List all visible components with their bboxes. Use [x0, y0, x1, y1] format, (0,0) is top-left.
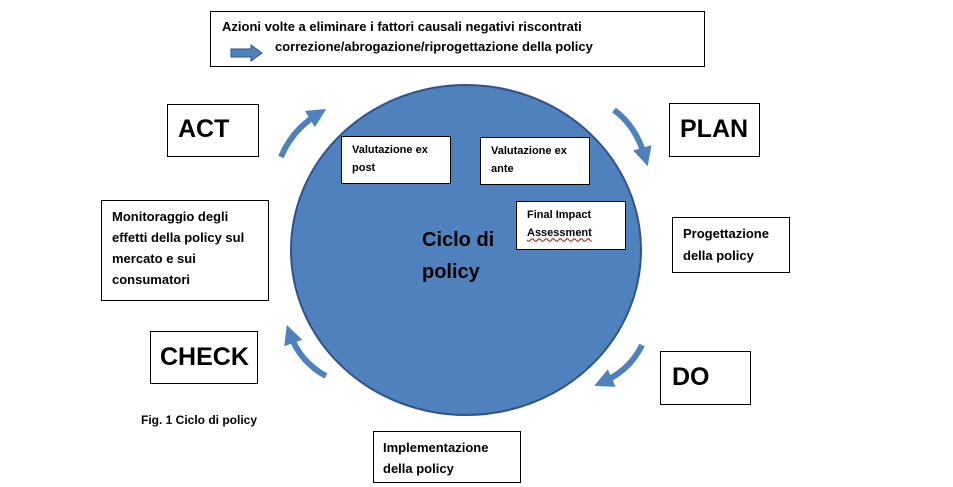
monitoraggio-line2: effetti della policy sul: [112, 230, 245, 246]
ex-ante-box: Valutazione ex ante: [480, 137, 590, 185]
ex-ante-line1: Valutazione ex: [491, 145, 567, 157]
plan-label: PLAN: [680, 115, 749, 143]
progettazione-box: Progettazione della policy: [672, 217, 790, 273]
arrow-act-to-circle: [278, 108, 327, 159]
final-impact-box: Final Impact Assessment: [516, 201, 626, 250]
right-arrow-icon: [230, 44, 263, 62]
ex-post-box: Valutazione ex post: [341, 136, 451, 184]
arrow-circle-to-plan: [612, 107, 652, 167]
monitoraggio-line4: consumatori: [112, 272, 191, 288]
act-phase-box: ACT: [167, 104, 259, 157]
plan-phase-box: PLAN: [669, 103, 760, 157]
cycle-center-label: Ciclo di policy: [422, 224, 494, 288]
monitoraggio-line3: mercato e sui: [112, 251, 196, 267]
top-description-line1: Azioni volte a eliminare i fattori causa…: [222, 19, 582, 34]
arrow-do-to-bottom: [594, 343, 645, 387]
check-label: CHECK: [160, 343, 249, 371]
figure-caption: Fig. 1 Ciclo di policy: [141, 413, 258, 427]
progettazione-line2: della policy: [683, 248, 754, 264]
final-impact-line1: Final Impact: [527, 209, 592, 221]
ex-ante-line2: ante: [491, 162, 514, 175]
progettazione-line1: Progettazione: [683, 226, 769, 241]
ex-post-line2: post: [352, 161, 376, 174]
ex-post-line1: Valutazione ex: [352, 144, 428, 156]
final-impact-line2: Assessment: [527, 226, 592, 239]
arrow-bottom-to-check: [284, 324, 328, 379]
implementazione-line2: della policy: [383, 461, 454, 477]
cycle-center-line2: policy: [422, 261, 480, 283]
top-description-box: Azioni volte a eliminare i fattori causa…: [210, 11, 705, 67]
implementazione-box: Implementazione della policy: [373, 431, 521, 483]
cycle-center-line1: Ciclo di: [422, 229, 495, 251]
monitoraggio-box: Monitoraggio degli effetti della policy …: [101, 200, 269, 301]
do-phase-box: DO: [660, 351, 751, 405]
top-description-line2: correzione/abrogazione/riprogettazione d…: [275, 39, 593, 54]
monitoraggio-line1: Monitoraggio degli: [112, 209, 229, 224]
act-label: ACT: [178, 115, 230, 143]
check-phase-box: CHECK: [150, 331, 258, 384]
implementazione-line1: Implementazione: [383, 440, 489, 455]
do-label: DO: [672, 363, 710, 391]
